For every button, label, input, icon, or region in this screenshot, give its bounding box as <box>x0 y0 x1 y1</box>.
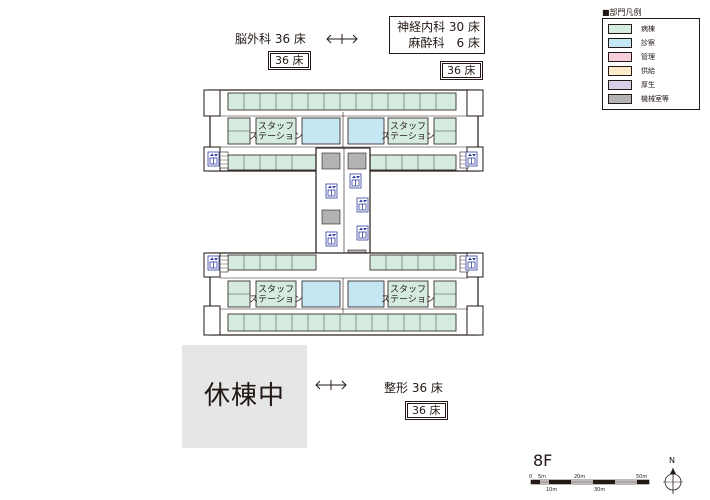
staff-station-top-right <box>387 117 429 145</box>
legend-label: 供給 <box>641 67 655 75</box>
scale-tick-label: 20m <box>574 474 586 480</box>
legend-label: 病棟 <box>641 25 655 33</box>
department-legend: ■部門凡例 病棟 診察 管理 供給 厚生 機械室等 <box>602 8 700 110</box>
legend-label: 厚生 <box>641 81 655 89</box>
station-label-line: スタッフ <box>389 285 426 295</box>
elevator-icon <box>207 151 220 167</box>
ward-row-bottom <box>227 313 457 332</box>
legend-swatch-ward <box>608 24 632 34</box>
double-arrow-icon <box>315 380 347 390</box>
staff-station-top-left <box>255 117 297 145</box>
dept-label-neurology: 神経内科 30 床 <box>397 20 480 34</box>
legend-swatch-supply <box>608 66 632 76</box>
floor-label: 8F <box>533 451 553 470</box>
north-arrow-icon <box>663 468 683 494</box>
station-label-line: ステーション <box>381 132 435 142</box>
elevator-icon <box>356 225 369 241</box>
bed-count-neurosurgery-text: 36 床 <box>270 53 309 68</box>
bed-count-orthopedics-text: 36 床 <box>407 403 446 418</box>
staff-station-label-top-left: スタッフ ステーション <box>248 122 304 142</box>
exam-room <box>347 280 385 308</box>
north-label: N <box>669 456 675 465</box>
legend-item: 診察 <box>608 36 694 50</box>
scale-tick-label: 0 <box>529 474 533 480</box>
closed-ward-label: 休棟中 <box>203 381 285 411</box>
station-label-line: スタッフ <box>389 122 426 132</box>
machine-room <box>321 152 341 170</box>
station-label-line: スタッフ <box>257 122 294 132</box>
elevator-icon <box>356 197 369 213</box>
station-label-line: ステーション <box>249 132 303 142</box>
staff-station-label-top-right: スタッフ ステーション <box>380 122 436 142</box>
machine-room <box>321 209 341 225</box>
legend-swatch-exam <box>608 38 632 48</box>
elevator-icon <box>465 255 478 271</box>
ward-row-top <box>227 92 457 111</box>
legend-title: ■部門凡例 <box>602 8 642 17</box>
legend-label: 管理 <box>641 53 655 61</box>
bed-count-orthopedics: 36 床 <box>405 401 448 420</box>
legend-swatch-machine <box>608 94 632 104</box>
bed-count-neurosurgery: 36 床 <box>268 51 311 70</box>
legend-item: 厚生 <box>608 78 694 92</box>
double-arrow-icon <box>326 34 358 44</box>
bed-count-neurology-text: 36 床 <box>442 63 481 78</box>
scale-tick-label: 10m <box>546 487 558 493</box>
legend-item: 供給 <box>608 64 694 78</box>
elevator-icon <box>349 173 362 189</box>
legend-item: 管理 <box>608 50 694 64</box>
scale-bar <box>530 479 650 485</box>
legend-body: 病棟 診察 管理 供給 厚生 機械室等 <box>602 18 700 110</box>
dept-label-orthopedics: 整形 36 床 <box>384 381 443 395</box>
bottom-wing <box>203 252 484 336</box>
staff-station-label-bottom-right: スタッフ ステーション <box>380 285 436 305</box>
dept-label-neurosurgery: 脳外科 36 床 <box>235 32 306 46</box>
legend-item: 機械室等 <box>608 92 694 106</box>
machine-room <box>347 152 367 170</box>
scale-tick-label: 5m <box>538 474 547 480</box>
legend-label: 機械室等 <box>641 95 669 103</box>
legend-item: 病棟 <box>608 22 694 36</box>
elevator-icon <box>325 231 338 247</box>
exam-room <box>301 280 341 308</box>
exam-room <box>347 117 385 145</box>
exam-room <box>301 117 341 145</box>
elevator-icon <box>207 255 220 271</box>
scale-tick-label: 30m <box>594 487 606 493</box>
staff-station-bottom-left <box>255 280 297 308</box>
dept-label-neurology-anesthesia: 神経内科 30 床 麻酔科 6 床 <box>389 16 485 54</box>
legend-swatch-welfare <box>608 80 632 90</box>
station-label-line: ステーション <box>249 295 303 305</box>
closed-ward-block: 休棟中 <box>182 345 307 448</box>
legend-swatch-admin <box>608 52 632 62</box>
station-label-line: スタッフ <box>257 285 294 295</box>
staff-station-label-bottom-left: スタッフ ステーション <box>248 285 304 305</box>
staff-station-bottom-right <box>387 280 429 308</box>
station-label-line: ステーション <box>381 295 435 305</box>
elevator-icon <box>325 183 338 199</box>
elevator-icon <box>465 151 478 167</box>
dept-label-anesthesia: 麻酔科 6 床 <box>408 36 480 50</box>
legend-label: 診察 <box>641 39 655 47</box>
scale-tick-label: 50m <box>636 474 648 480</box>
bed-count-neurology: 36 床 <box>440 61 483 80</box>
